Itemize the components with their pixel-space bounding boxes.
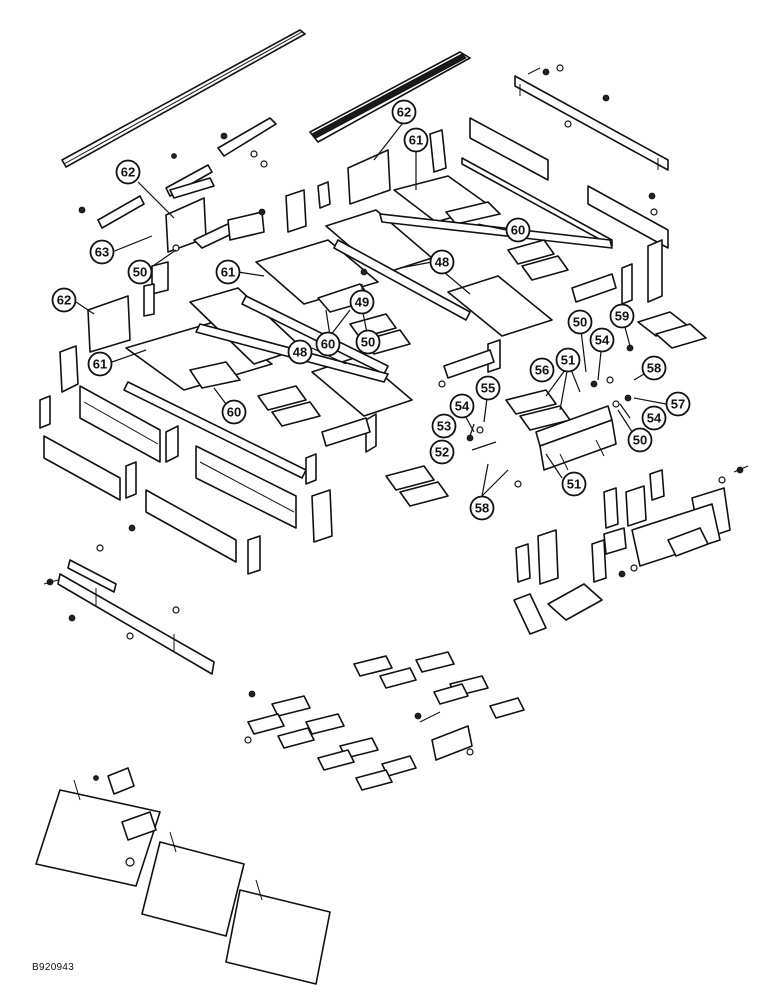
callout-48-left: 48 [287,339,313,365]
svg-text:62: 62 [121,165,135,180]
lower-left-rail [57,559,215,675]
clip-bracket-cluster [247,651,525,791]
callout-60-lower: 60 [221,399,247,425]
svg-text:52: 52 [435,445,449,460]
callout-51-upper: 51 [555,347,581,373]
callout-50-right: 50 [567,309,593,335]
svg-text:51: 51 [567,477,581,492]
callout-51-lower: 51 [561,471,587,497]
svg-text:61: 61 [221,265,235,280]
callout-61-mid: 61 [215,259,241,285]
long-angle-rail-right [514,75,669,171]
svg-text:58: 58 [475,501,489,516]
svg-text:54: 54 [455,399,470,414]
svg-text:49: 49 [355,295,369,310]
svg-text:60: 60 [511,223,525,238]
callout-60-mid: 60 [315,331,341,357]
side-skirt-panels [43,385,297,563]
svg-text:61: 61 [409,133,423,148]
svg-text:60: 60 [227,405,241,420]
callout-50-center: 50 [355,329,381,355]
svg-text:50: 50 [573,315,587,330]
callout-58-lower: 58 [469,495,495,521]
step-frame-51 [535,405,617,471]
svg-text:59: 59 [615,309,629,324]
long-angle-rail-center [309,51,471,143]
long-angle-rail-left [61,29,306,168]
callout-50-left: 50 [127,259,153,285]
hardware-fasteners [43,64,749,867]
floor-plate-61-upper [393,175,501,225]
side-panel-62-lower [87,295,131,353]
side-panel-62-upper [347,149,391,205]
callout-labels: 62 61 62 60 63 50 48 61 62 49 50 60 48 6… [51,99,691,521]
callout-63: 63 [89,239,115,265]
callout-50-lower: 50 [627,427,653,453]
callout-56: 56 [529,357,555,383]
svg-text:62: 62 [57,293,71,308]
callout-57: 57 [665,391,691,417]
svg-text:60: 60 [321,337,335,352]
svg-text:48: 48 [435,255,449,270]
callout-52: 52 [429,439,455,465]
callout-58-right: 58 [641,355,667,381]
small-bars [169,177,617,447]
angle-bracket-top-right [469,117,669,249]
svg-text:48: 48 [293,345,307,360]
callout-55: 55 [475,375,501,401]
callout-62-upper: 62 [391,99,417,125]
svg-text:53: 53 [437,419,451,434]
figure-id-label: B920943 [32,962,75,973]
svg-text:50: 50 [133,265,147,280]
svg-text:57: 57 [671,397,685,412]
callout-62-left: 62 [115,159,141,185]
svg-text:62: 62 [397,105,411,120]
svg-text:54: 54 [595,333,610,348]
perforated-deck-48-right [447,275,553,337]
diagonal-beam-set [123,213,613,479]
right-mount-assembly [513,469,731,635]
callout-54-upper: 54 [589,327,615,353]
svg-text:58: 58 [647,361,661,376]
svg-text:61: 61 [93,357,107,372]
bottom-shield-panels [35,767,331,985]
callout-48-upper: 48 [429,249,455,275]
svg-text:54: 54 [647,411,662,426]
svg-text:50: 50 [361,335,375,350]
callout-60-upper: 60 [505,217,531,243]
callout-54-right: 54 [641,405,667,431]
callout-49: 49 [349,289,375,315]
svg-text:63: 63 [95,245,109,260]
callout-53: 53 [431,413,457,439]
svg-text:50: 50 [633,433,647,448]
callout-54-left: 54 [449,393,475,419]
callout-61-upper: 61 [403,127,429,153]
perforated-deck-48-lower [311,355,413,417]
callout-62-lower: 62 [51,287,77,313]
callout-61-lower: 61 [87,351,113,377]
svg-text:56: 56 [535,363,549,378]
svg-text:51: 51 [561,353,575,368]
svg-text:55: 55 [481,381,495,396]
callout-59: 59 [609,303,635,329]
